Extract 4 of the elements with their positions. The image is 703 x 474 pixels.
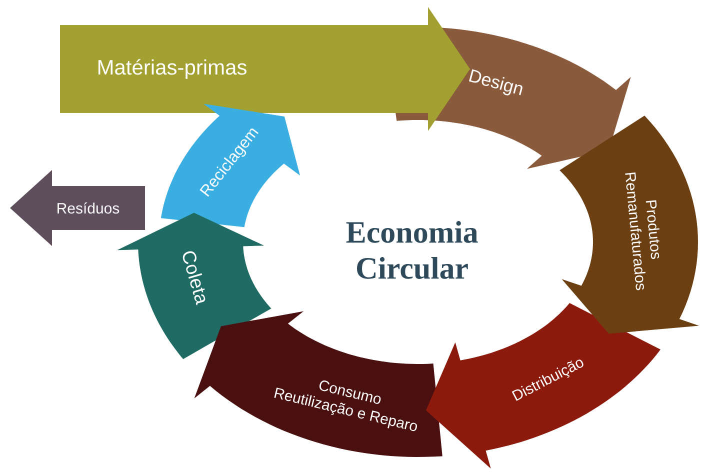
arrow-box: Coleta [117, 212, 272, 360]
title: Economia Circular [346, 221, 478, 279]
arrow-box: Produtos Remanufaturados [560, 116, 700, 334]
arrow-box: Resíduos [10, 170, 145, 246]
